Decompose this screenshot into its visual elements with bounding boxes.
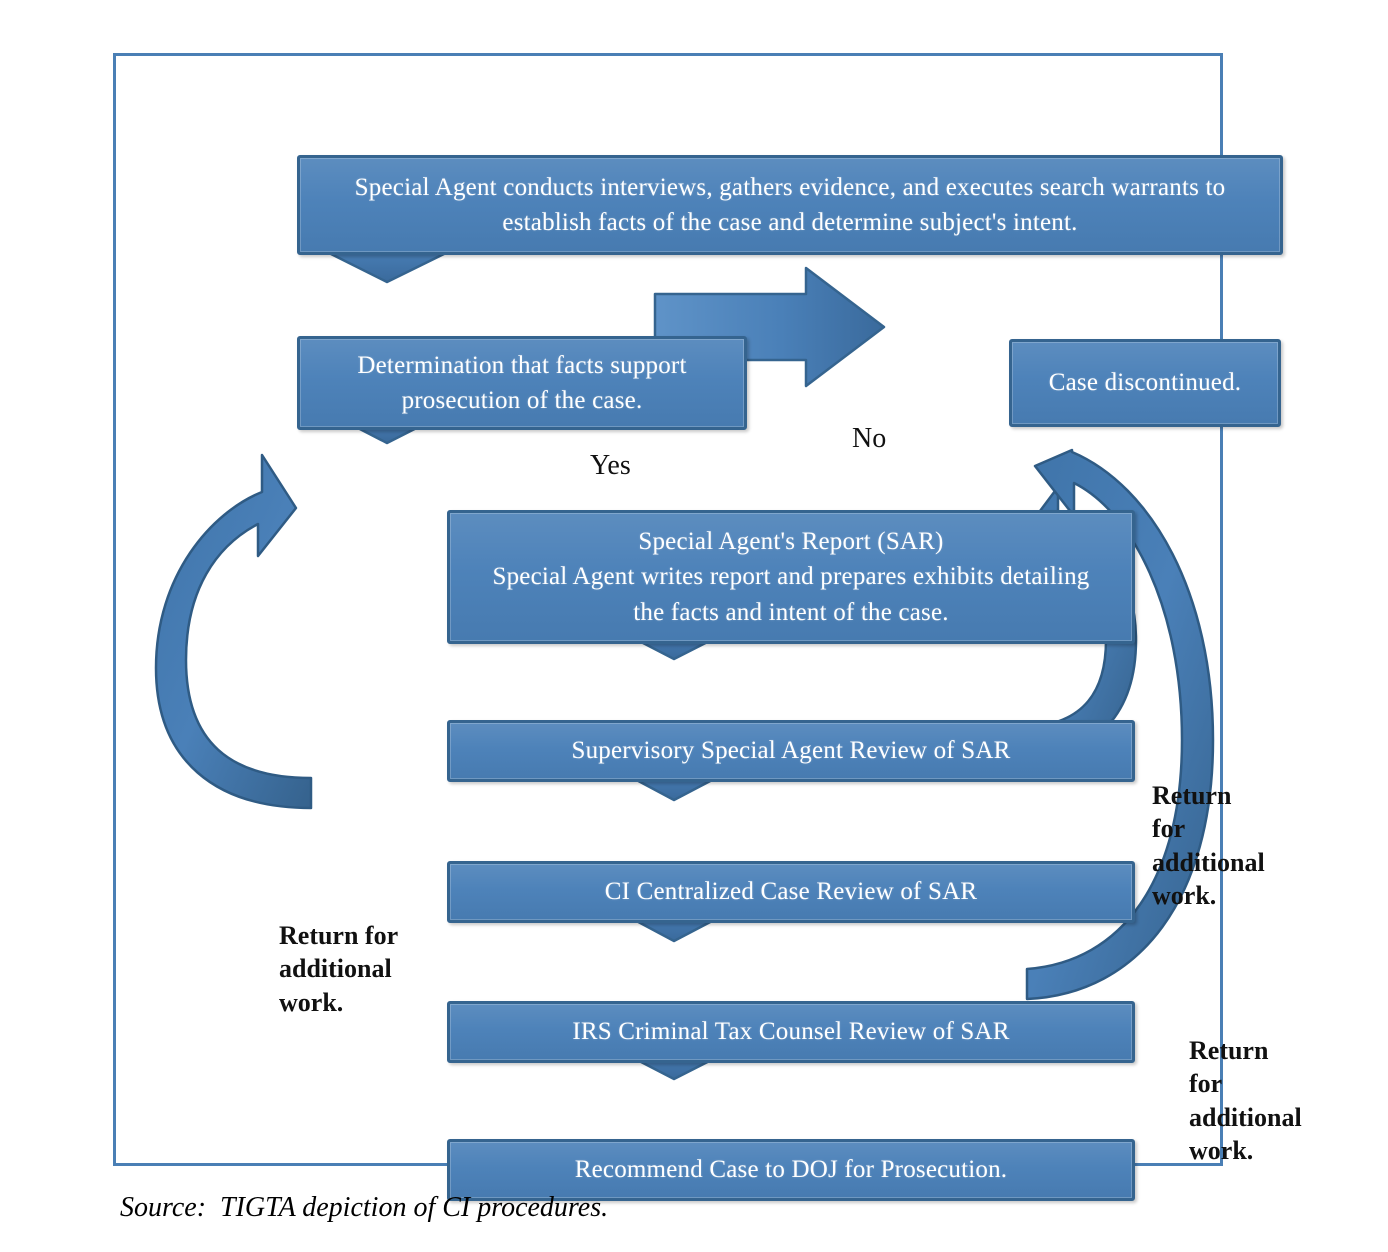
edge-label-yes: Yes [590, 450, 631, 481]
node-special-agents-report[interactable]: Special Agent's Report (SAR) Special Age… [447, 510, 1135, 644]
node-sar-line-2: Special Agent writes report and prepares… [492, 563, 1090, 591]
arrow-return-left-ci-review-to-sar [154, 453, 313, 810]
node-sar-line-3: the facts and intent of the case. [633, 598, 949, 626]
node-irs-criminal-tax-counsel-review[interactable]: IRS Criminal Tax Counsel Review of SAR [447, 1001, 1135, 1063]
node-case-discontinued[interactable]: Case discontinued. [1009, 339, 1281, 427]
node-sar-line-1: Special Agent's Report (SAR) [638, 527, 944, 555]
node-investigation-label: Special Agent conducts interviews, gathe… [354, 173, 1226, 237]
node-ssa-review-label: Supervisory Special Agent Review of SAR [571, 737, 1011, 765]
node-case-discontinued-label: Case discontinued. [1048, 369, 1242, 397]
node-determination-label: Determination that facts support prosecu… [357, 351, 687, 415]
node-counsel-review-label: IRS Criminal Tax Counsel Review of SAR [572, 1018, 1010, 1046]
node-supervisory-special-agent-review[interactable]: Supervisory Special Agent Review of SAR [447, 720, 1135, 782]
node-ci-centralized-case-review[interactable]: CI Centralized Case Review of SAR [447, 861, 1135, 923]
node-recommend-label: Recommend Case to DOJ for Prosecution. [574, 1156, 1008, 1184]
node-investigation[interactable]: Special Agent conducts interviews, gathe… [297, 155, 1283, 255]
node-determination[interactable]: Determination that facts support prosecu… [297, 336, 747, 430]
node-sar-text: Special Agent's Report (SAR) Special Age… [460, 524, 1121, 631]
edge-label-no: No [852, 423, 887, 454]
edge-label-return-right-lower: Return for additional work. [1189, 1036, 1302, 1165]
node-ci-review-label: CI Centralized Case Review of SAR [604, 878, 978, 906]
edge-label-return-right-upper: Return for additional work. [1152, 781, 1265, 910]
figure-frame: Special Agent conducts interviews, gathe… [113, 53, 1302, 1201]
edge-label-return-left: Return for additional work. [279, 921, 399, 1017]
node-recommend-to-doj[interactable]: Recommend Case to DOJ for Prosecution. [447, 1139, 1135, 1201]
source-caption: Source: TIGTA depiction of CI procedures… [120, 1192, 609, 1223]
